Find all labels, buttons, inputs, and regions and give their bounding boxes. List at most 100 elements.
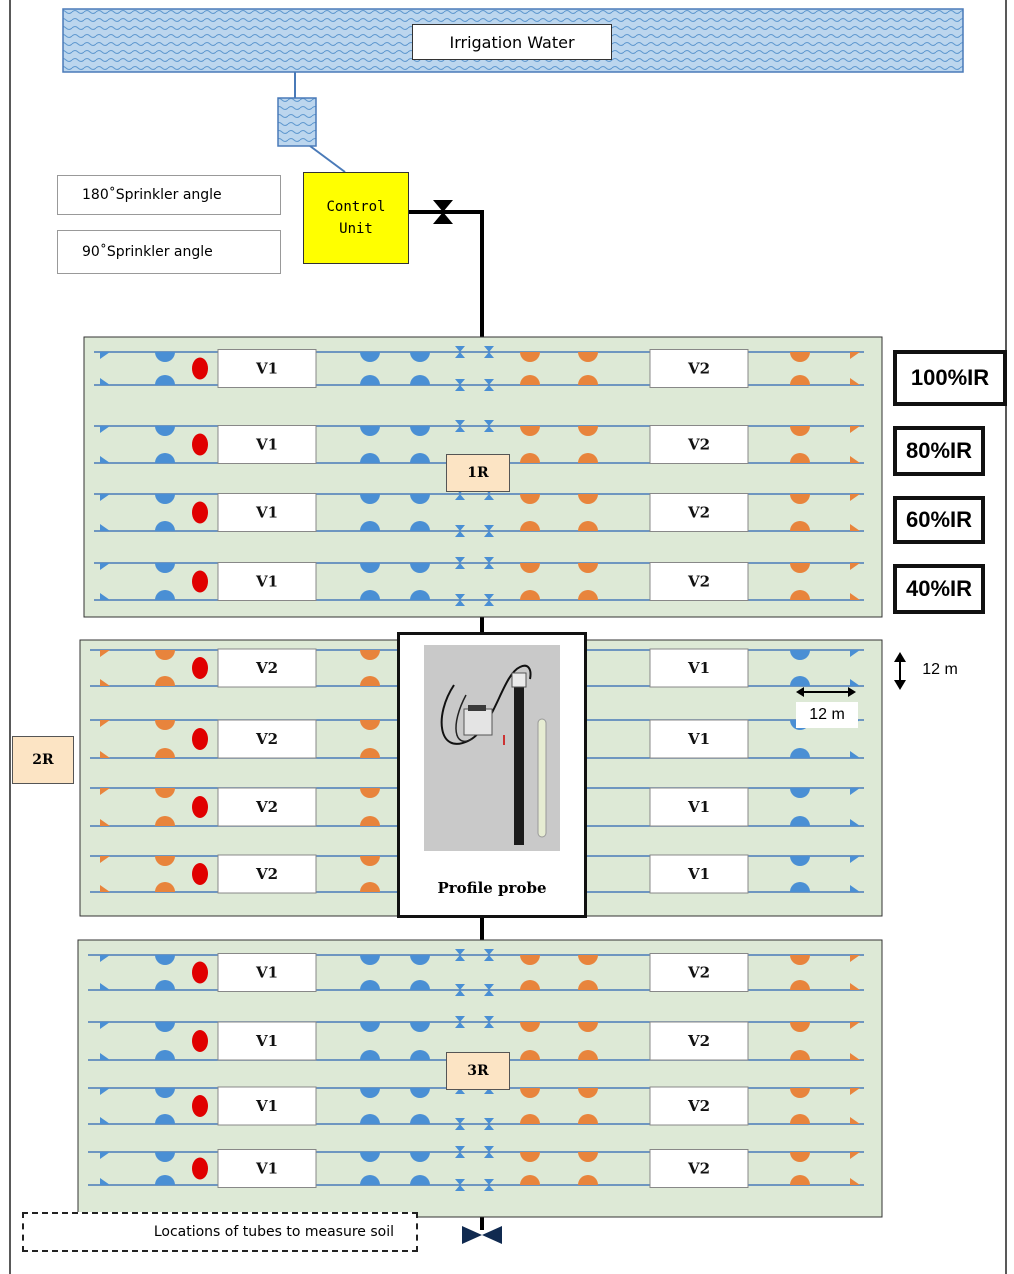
variety-plot-left bbox=[217, 349, 317, 388]
variety-label-left: V1 bbox=[255, 360, 278, 378]
soil-tube-marker bbox=[192, 961, 208, 984]
irrigation-water-label: Irrigation Water bbox=[412, 24, 612, 60]
dimension-horizontal-label: 12 m bbox=[796, 702, 858, 728]
soil-tube-marker bbox=[192, 501, 208, 524]
variety-plot-right bbox=[649, 1086, 749, 1126]
variety-plot-left bbox=[217, 648, 317, 688]
lateral-valve bbox=[484, 594, 494, 606]
sprinkler bbox=[790, 494, 810, 504]
sprinkler bbox=[790, 676, 810, 686]
sprinkler bbox=[850, 679, 860, 686]
tube-location-text: Locations of tubes to measure soil bbox=[153, 1224, 394, 1240]
sprinkler bbox=[360, 1022, 380, 1032]
lateral-valve bbox=[455, 1179, 465, 1191]
sprinkler bbox=[410, 1088, 430, 1098]
sprinkler bbox=[360, 426, 380, 436]
sprinkler bbox=[155, 650, 175, 660]
lateral-valve bbox=[455, 1146, 465, 1158]
variety-plot-left bbox=[217, 1021, 317, 1061]
sprinkler bbox=[850, 1152, 860, 1159]
sprinkler bbox=[520, 1175, 540, 1185]
sprinkler bbox=[100, 426, 110, 433]
sprinkler bbox=[850, 593, 860, 600]
variety-label-left: V1 bbox=[255, 573, 278, 591]
sprinkler bbox=[100, 1088, 110, 1095]
sprinkler bbox=[155, 494, 175, 504]
variety-plot-right bbox=[649, 787, 749, 827]
lateral-valve bbox=[455, 1118, 465, 1130]
sprinkler bbox=[100, 650, 110, 657]
variety-plot-right bbox=[649, 425, 749, 464]
sprinkler bbox=[100, 1152, 110, 1159]
replicate-label-2: 2R bbox=[12, 736, 74, 784]
sprinkler bbox=[100, 955, 110, 962]
lateral-valve bbox=[484, 984, 494, 996]
variety-label-left: V1 bbox=[255, 1032, 278, 1050]
sprinkler bbox=[850, 856, 860, 863]
sprinkler bbox=[850, 456, 860, 463]
variety-plot-left bbox=[217, 493, 317, 532]
lateral-valve bbox=[484, 346, 494, 358]
sprinkler bbox=[360, 352, 380, 362]
variety-label-right: V2 bbox=[687, 1160, 710, 1178]
sprinkler bbox=[520, 590, 540, 600]
variety-plot-left bbox=[217, 719, 317, 759]
sprinkler bbox=[410, 453, 430, 463]
sprinkler bbox=[790, 816, 810, 826]
sprinkler bbox=[410, 980, 430, 990]
sprinkler bbox=[100, 1022, 110, 1029]
sprinkler bbox=[100, 352, 110, 359]
sprinkler bbox=[850, 494, 860, 501]
main-valve-icon bbox=[433, 200, 453, 224]
sprinkler bbox=[520, 494, 540, 504]
sprinkler bbox=[790, 1022, 810, 1032]
sprinkler bbox=[360, 676, 380, 686]
variety-label-right: V2 bbox=[687, 964, 710, 982]
variety-label-left: V2 bbox=[255, 730, 278, 748]
dimension-vertical-arrow bbox=[894, 652, 906, 690]
variety-label-left: V2 bbox=[255, 865, 278, 883]
profile-probe-panel: Profile probe bbox=[397, 632, 587, 918]
variety-label-left: V2 bbox=[255, 798, 278, 816]
sprinkler bbox=[578, 1022, 598, 1032]
sprinkler bbox=[850, 955, 860, 962]
legend-180-sprinkler: 180˚Sprinkler angle bbox=[57, 175, 281, 215]
sprinkler bbox=[360, 720, 380, 730]
soil-tube-marker bbox=[192, 357, 208, 380]
sprinkler bbox=[360, 816, 380, 826]
sprinkler bbox=[155, 676, 175, 686]
variety-label-left: V1 bbox=[255, 1160, 278, 1178]
lateral-valve bbox=[455, 379, 465, 391]
sprinkler bbox=[410, 563, 430, 573]
legend-90-sprinkler: 90˚Sprinkler angle bbox=[57, 230, 281, 274]
sprinkler bbox=[790, 955, 810, 965]
soil-tube-marker bbox=[192, 796, 208, 818]
variety-plot-right bbox=[649, 854, 749, 894]
sprinkler bbox=[850, 1178, 860, 1185]
sprinkler bbox=[578, 453, 598, 463]
treatment-label: 40%IR bbox=[893, 564, 985, 614]
sprinkler bbox=[410, 1114, 430, 1124]
variety-label-left: V1 bbox=[255, 1097, 278, 1115]
sprinkler bbox=[520, 1152, 540, 1162]
sprinkler bbox=[100, 679, 110, 686]
lateral-valve bbox=[484, 1179, 494, 1191]
sprinkler bbox=[850, 885, 860, 892]
sprinkler bbox=[790, 882, 810, 892]
legend-180-text: 180˚Sprinkler angle bbox=[82, 187, 222, 203]
sprinkler bbox=[790, 1114, 810, 1124]
sprinkler bbox=[850, 788, 860, 795]
sprinkler bbox=[520, 352, 540, 362]
sprinkler bbox=[790, 856, 810, 866]
sprinkler bbox=[155, 521, 175, 531]
sprinkler bbox=[100, 456, 110, 463]
sprinkler bbox=[850, 1022, 860, 1029]
sprinkler bbox=[790, 788, 810, 798]
sprinkler bbox=[520, 426, 540, 436]
variety-plot-right bbox=[649, 1021, 749, 1061]
sprinkler bbox=[155, 352, 175, 362]
lateral-valve bbox=[484, 525, 494, 537]
sprinkler bbox=[578, 1114, 598, 1124]
variety-label-right: V1 bbox=[687, 798, 710, 816]
sprinkler bbox=[790, 1050, 810, 1060]
